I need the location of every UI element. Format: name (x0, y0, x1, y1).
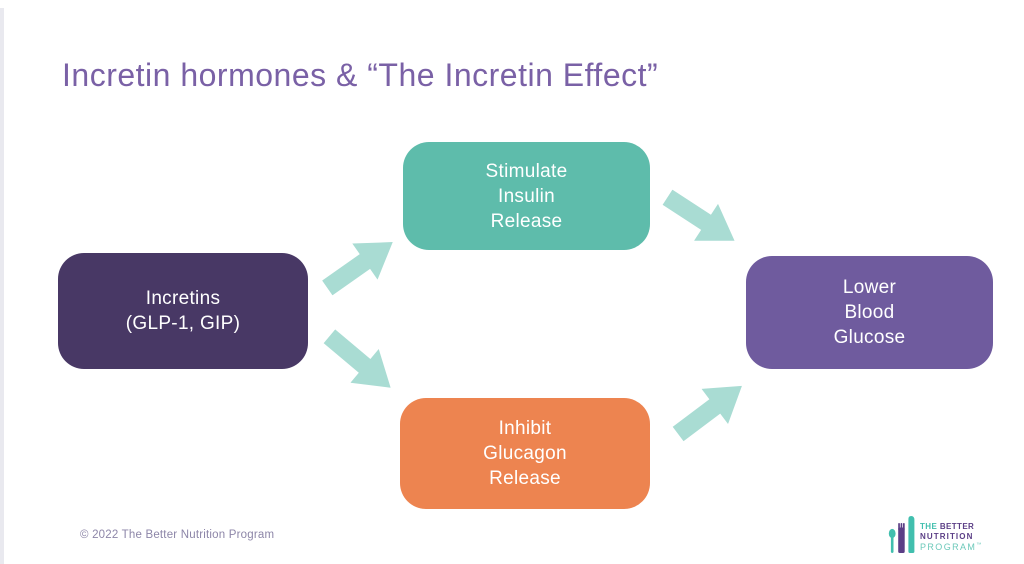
node-lower-text: Lower Blood Glucose (834, 275, 906, 350)
node-line: Insulin (497, 185, 556, 207)
logo-line-the-better: THE BETTER (920, 523, 981, 531)
logo-the: THE (920, 522, 938, 531)
logo-program: PROGRAM (920, 542, 977, 552)
logo-line-nutrition: NUTRITION (920, 532, 974, 541)
node-lower-blood-glucose: Lower Blood Glucose (746, 256, 993, 369)
node-incretins: Incretins (GLP-1, GIP) (58, 253, 308, 369)
node-stimulate-text: Stimulate Insulin Release (486, 159, 568, 234)
node-inhibit-text: Inhibit Glucagon Release (483, 416, 567, 491)
utensils-bar-chart-icon (888, 516, 915, 553)
window-edge-strip (0, 8, 4, 564)
copyright-text: © 2022 The Better Nutrition Program (80, 529, 275, 541)
node-line: (GLP-1, GIP) (125, 313, 241, 334)
node-stimulate-insulin-release: Stimulate Insulin Release (403, 142, 650, 250)
node-line: Glucose (833, 327, 906, 348)
node-line: Release (489, 468, 561, 489)
logo-line-program: PROGRAM™ (920, 543, 981, 552)
logo-better: BETTER (939, 522, 975, 531)
node-line: Inhibit (498, 418, 552, 439)
logo-trademark: ™ (976, 542, 982, 548)
node-incretins-text: Incretins (GLP-1, GIP) (126, 286, 240, 336)
node-line: Release (490, 210, 563, 232)
node-line: Lower (842, 277, 897, 298)
logo-text: THE BETTER NUTRITION PROGRAM™ (920, 523, 981, 553)
node-line: Glucagon (483, 443, 567, 464)
node-line: Stimulate (485, 160, 568, 182)
node-inhibit-glucagon-release: Inhibit Glucagon Release (400, 398, 650, 509)
slide-title: Incretin hormones & “The Incretin Effect… (62, 57, 659, 93)
node-line: Blood (844, 302, 895, 323)
arrow-incretins-to-inhibit-icon (315, 319, 405, 404)
arrow-stimulate-to-lower-icon (655, 179, 746, 259)
arrow-incretins-to-stimulate-icon (315, 224, 406, 306)
arrow-inhibit-to-lower-icon (665, 368, 755, 451)
better-nutrition-program-logo: THE BETTER NUTRITION PROGRAM™ (888, 516, 981, 553)
node-line: Incretins (145, 288, 221, 309)
